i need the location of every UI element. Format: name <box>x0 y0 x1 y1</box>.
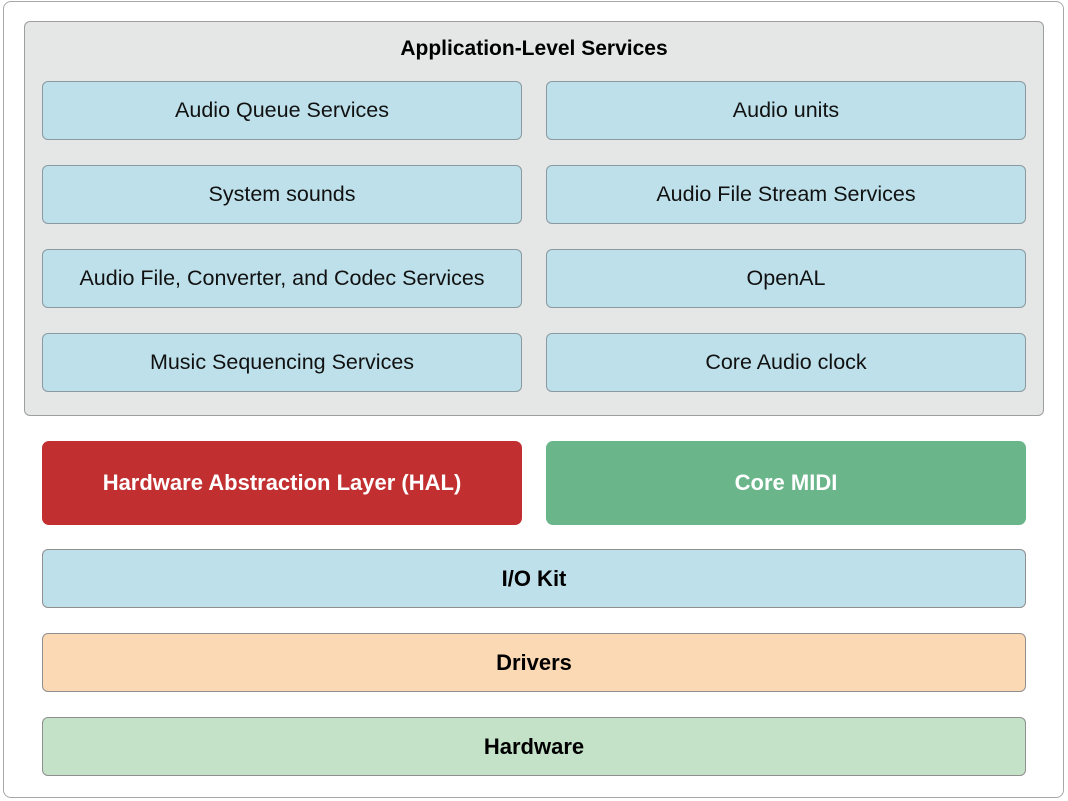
core-midi-box: Core MIDI <box>546 441 1026 525</box>
music-sequencing-services-box: Music Sequencing Services <box>42 333 522 392</box>
audio-file-converter-codec-services-box: Audio File, Converter, and Codec Service… <box>42 249 522 308</box>
openal-box: OpenAL <box>546 249 1026 308</box>
application-level-services-title: Application-Level Services <box>400 37 668 60</box>
drivers-box: Drivers <box>42 633 1026 692</box>
core-audio-clock-box: Core Audio clock <box>546 333 1026 392</box>
audio-queue-services-box: Audio Queue Services <box>42 81 522 140</box>
hardware-box: Hardware <box>42 717 1026 776</box>
system-sounds-box: System sounds <box>42 165 522 224</box>
io-kit-box: I/O Kit <box>42 549 1026 608</box>
hardware-abstraction-layer-box: Hardware Abstraction Layer (HAL) <box>42 441 522 525</box>
audio-units-box: Audio units <box>546 81 1026 140</box>
audio-file-stream-services-box: Audio File Stream Services <box>546 165 1026 224</box>
